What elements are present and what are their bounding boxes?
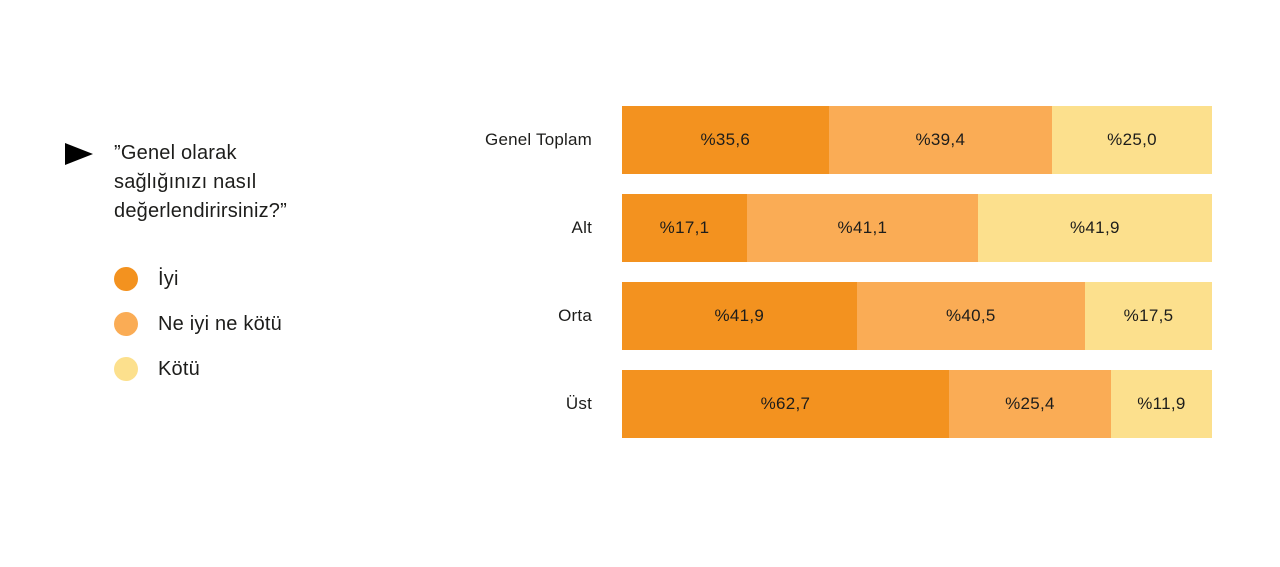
bar-segment: %25,4: [948, 370, 1111, 438]
bullet-triangle-icon: [65, 143, 93, 165]
stacked-bar: %41,9 %40,5 %17,5: [622, 282, 1212, 350]
bar-value-label: %17,1: [659, 218, 710, 237]
legend-item: Ne iyi ne kötü: [114, 312, 282, 336]
question-title: ”Genel olarak sağlığınızı nasıl değerlen…: [114, 139, 364, 226]
chart-row: Orta %41,9 %40,5 %17,5: [440, 282, 1212, 350]
stacked-bar: %17,1 %41,1 %41,9: [622, 194, 1212, 262]
stacked-bar: %62,7 %25,4 %11,9: [622, 370, 1212, 438]
bar-value-label: %62,7: [760, 394, 811, 413]
chart-row: Üst %62,7 %25,4 %11,9: [440, 370, 1212, 438]
bar-value-label: %41,1: [837, 218, 888, 237]
question-title-line: değerlendirirsiniz?”: [114, 200, 287, 222]
bar-segment: %41,9: [977, 194, 1212, 262]
bar-segment: %11,9: [1110, 370, 1212, 438]
legend-item: İyi: [114, 267, 282, 291]
bar-value-label: %25,0: [1107, 130, 1157, 149]
stacked-bar: %35,6 %39,4 %25,0: [622, 106, 1212, 174]
bar-segment: %62,7: [622, 370, 949, 438]
category-label: Alt: [571, 218, 592, 237]
bar-segment: %39,4: [828, 106, 1053, 174]
category-label: Üst: [565, 394, 592, 413]
legend-item: Kötü: [114, 357, 282, 381]
legend-dot-icon: [114, 312, 138, 336]
chart-row: Genel Toplam %35,6 %39,4 %25,0: [440, 106, 1212, 174]
bar-segment: %41,9: [622, 282, 857, 350]
bar-segment: %41,1: [747, 194, 978, 262]
bar-value-label: %40,5: [945, 306, 996, 325]
legend-dot-icon: [114, 267, 138, 291]
bar-value-label: %25,4: [1005, 394, 1055, 413]
legend-label: İyi: [158, 267, 179, 290]
legend-label: Kötü: [158, 357, 200, 380]
question-title-line: ”Genel olarak: [114, 142, 237, 164]
bar-value-label: %41,9: [714, 306, 765, 325]
bar-value-label: %11,9: [1137, 394, 1186, 413]
bar-value-label: %41,9: [1070, 218, 1120, 237]
bar-segment: %17,5: [1085, 282, 1212, 350]
bar-value-label: %35,6: [700, 130, 751, 149]
bar-value-label: %17,5: [1123, 306, 1174, 325]
question-title-line: sağlığınızı nasıl: [114, 171, 257, 193]
chart-row: Alt %17,1 %41,1 %41,9: [440, 194, 1212, 262]
bar-segment: %35,6: [622, 106, 829, 174]
category-label: Orta: [558, 306, 592, 325]
bar-segment: %40,5: [856, 282, 1086, 350]
legend-label: Ne iyi ne kötü: [158, 312, 282, 335]
bar-value-label: %39,4: [915, 130, 966, 149]
legend-dot-icon: [114, 357, 138, 381]
bar-segment: %25,0: [1052, 106, 1212, 174]
category-label: Genel Toplam: [485, 130, 592, 149]
bar-segment: %17,1: [622, 194, 748, 262]
